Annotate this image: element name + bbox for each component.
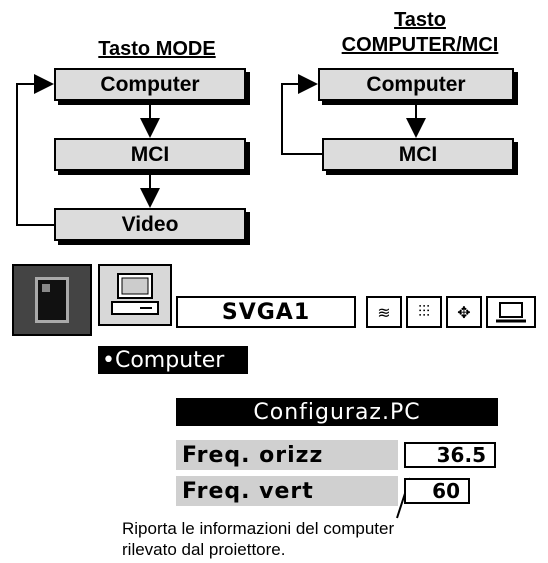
left-heading: Tasto MODE [98, 38, 216, 60]
freq-orizz-value: 36.5 [404, 442, 496, 468]
caption-line1: Riporta le informazioni del computer [122, 519, 395, 538]
source-label: •Computer [98, 346, 248, 374]
config-title: Configuraz.PC [176, 398, 498, 426]
box-right-computer: Computer [318, 68, 514, 101]
freq-vert-value: 60 [404, 478, 470, 504]
box-video: Video [54, 208, 246, 241]
sliders-icon[interactable]: ⫶⫶⫶ [406, 296, 442, 328]
freq-orizz-label: Freq. orizz [176, 440, 398, 470]
box-right-mci: MCI [322, 138, 514, 171]
arrow-right-mci-to-computer [281, 74, 322, 155]
box-computer: Computer [54, 68, 246, 101]
right-heading-line2: COMPUTER/MCI [341, 34, 499, 56]
mode-display: SVGA1 [176, 296, 356, 328]
signal-wave-icon[interactable]: ≋ [366, 296, 402, 328]
caption-line2: rilevato dal proiettore. [122, 540, 286, 559]
move-arrows-icon[interactable]: ✥ [446, 296, 482, 328]
memory-card-icon[interactable] [12, 264, 92, 336]
screen-icon[interactable] [486, 296, 536, 328]
freq-vert-label: Freq. vert [176, 476, 398, 506]
arrow-video-to-computer [16, 74, 58, 226]
box-mci: MCI [54, 138, 246, 171]
computer-icon[interactable] [98, 264, 172, 326]
right-heading-line1: Tasto [394, 9, 446, 31]
